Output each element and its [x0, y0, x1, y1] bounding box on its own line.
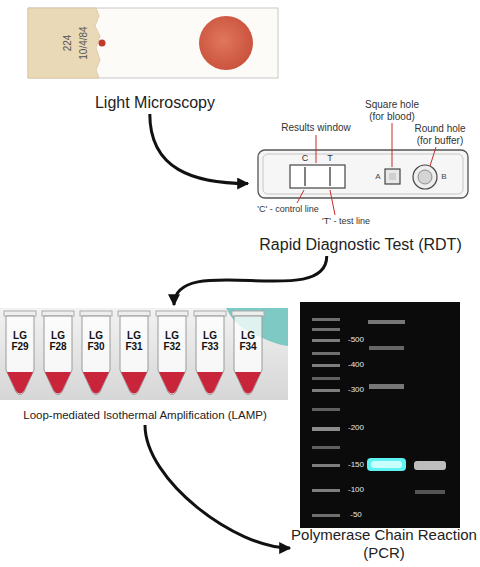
- part-label: Square hole (for blood): [359, 99, 425, 122]
- lamp-photo: [0, 308, 288, 400]
- method-panel: Polymerase Chain Reaction (PCR): [290, 298, 478, 564]
- line-letter: T: [327, 153, 333, 163]
- method-panel: Light Microscopy: [25, 4, 285, 114]
- slide-number: 224: [62, 35, 74, 52]
- tube-label: LG F31: [121, 330, 147, 352]
- method-panel: Loop-mediated Isothermal Amplification (…: [0, 305, 290, 425]
- size-marker: -50: [350, 510, 362, 519]
- microscope-slide: [28, 8, 278, 78]
- size-marker: -300: [348, 385, 364, 394]
- flow-arrow: [145, 425, 290, 548]
- method-panel: Rapid Diagnostic Test (RDT): [248, 95, 473, 256]
- part-label: 'T' - test line: [322, 216, 370, 226]
- slide-date: 10/4/84: [78, 26, 90, 59]
- part-label: Round hole (for buffer): [409, 123, 471, 146]
- tube-label: LG F30: [83, 330, 109, 352]
- part-label: Results window: [271, 122, 361, 134]
- tube-label: LG F33: [197, 330, 223, 352]
- tube-label: LG F29: [7, 330, 33, 352]
- method-caption: Polymerase Chain Reaction (PCR): [290, 526, 478, 562]
- method-caption: Rapid Diagnostic Test (RDT): [248, 235, 473, 254]
- size-marker: -100: [348, 485, 364, 494]
- well-letter: A: [375, 172, 380, 181]
- method-caption: Loop-mediated Isothermal Amplification (…: [0, 409, 290, 423]
- pcr-gel: [300, 302, 460, 528]
- leader-lines: [297, 123, 436, 215]
- tube-label: LG F32: [159, 330, 185, 352]
- flow-arrow: [174, 256, 327, 305]
- line-letter: C: [302, 153, 309, 163]
- size-marker: -200: [348, 423, 364, 432]
- method-caption: Light Microscopy: [25, 93, 285, 112]
- tube-label: LG F34: [235, 330, 261, 352]
- tube-label: LG F28: [45, 330, 71, 352]
- size-marker: -500: [348, 335, 364, 344]
- part-label: 'C' - control line: [257, 204, 318, 214]
- size-marker: -150: [348, 460, 364, 469]
- rdt-cassette: [258, 150, 468, 198]
- size-marker: -400: [348, 360, 364, 369]
- well-letter: B: [441, 172, 446, 181]
- flow-arrow: [150, 114, 248, 184]
